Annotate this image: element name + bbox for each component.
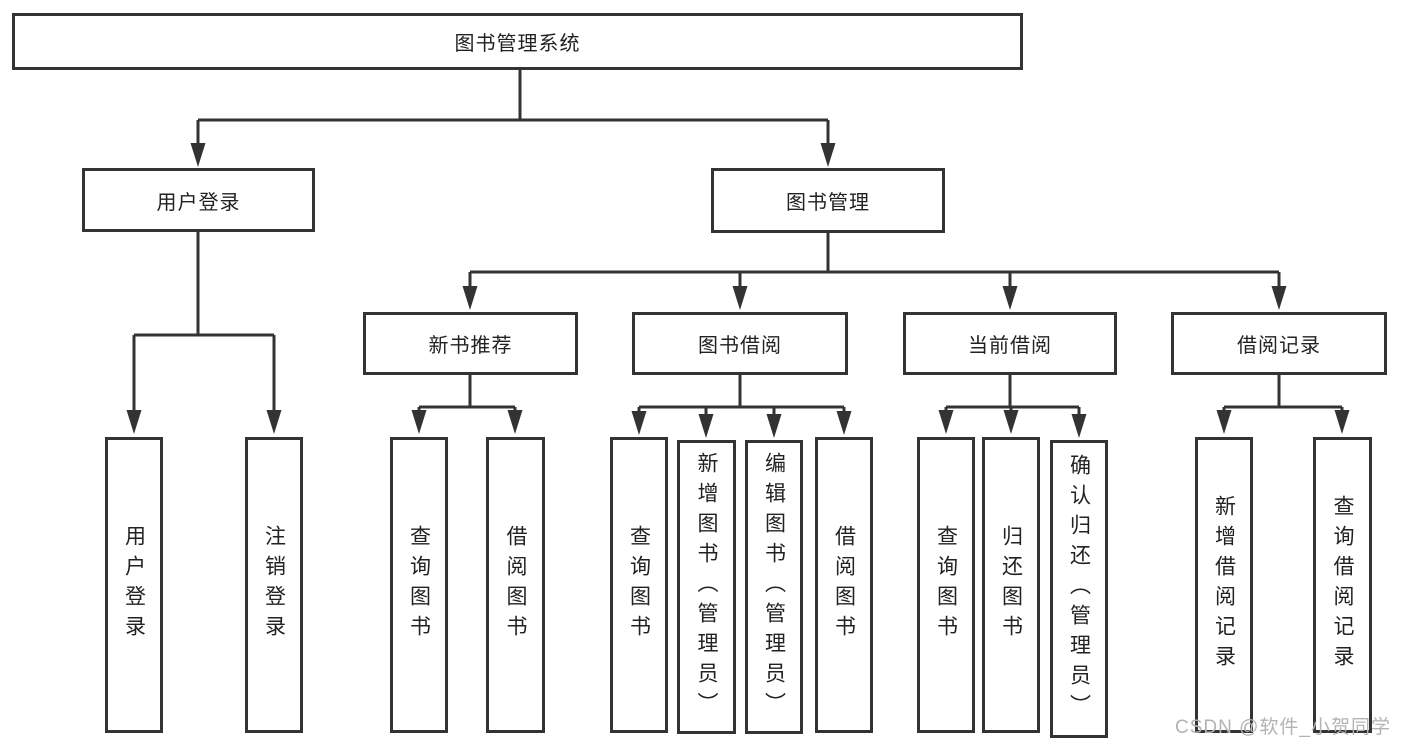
leaf-query-borrow-record-label: 查询借阅记录 xyxy=(1331,495,1354,675)
leaf-borrow-books-recommend: 借阅图书 xyxy=(486,437,545,733)
leaf-edit-book-admin: 编辑图书（管理员） xyxy=(745,440,803,734)
leaf-logout-label: 注销登录 xyxy=(262,525,286,645)
node-book-management: 图书管理 xyxy=(711,168,945,233)
leaf-query-books-recommend: 查询图书 xyxy=(390,437,448,733)
leaf-add-book-admin: 新增图书（管理员） xyxy=(677,440,736,734)
leaf-add-borrow-record: 新增借阅记录 xyxy=(1195,437,1253,733)
leaf-query-books-borrowing: 查询图书 xyxy=(610,437,668,733)
node-book-borrowing-label: 图书借阅 xyxy=(698,335,782,357)
leaf-confirm-return-admin: 确认归还（管理员） xyxy=(1050,440,1108,738)
leaf-add-book-admin-label: 新增图书（管理员） xyxy=(695,452,718,722)
leaf-edit-book-admin-label: 编辑图书（管理员） xyxy=(762,452,786,722)
node-current-borrowing: 当前借阅 xyxy=(903,312,1117,375)
leaf-user-login-label: 用户登录 xyxy=(122,525,146,645)
node-book-borrowing: 图书借阅 xyxy=(632,312,848,375)
leaf-add-borrow-record-label: 新增借阅记录 xyxy=(1212,495,1236,675)
leaf-query-borrow-record: 查询借阅记录 xyxy=(1313,437,1372,733)
node-current-borrowing-label: 当前借阅 xyxy=(968,335,1052,357)
node-root-label: 图书管理系统 xyxy=(454,33,581,55)
node-new-book-recommendation: 新书推荐 xyxy=(363,312,578,375)
node-user-login-label: 用户登录 xyxy=(156,191,241,214)
leaf-user-login: 用户登录 xyxy=(105,437,163,733)
leaf-confirm-return-admin-label: 确认归还（管理员） xyxy=(1067,454,1091,724)
leaf-borrow-books-borrowing-label: 借阅图书 xyxy=(832,525,856,645)
leaf-query-books-current-label: 查询图书 xyxy=(934,525,958,645)
leaf-query-books-recommend-label: 查询图书 xyxy=(407,525,431,645)
leaf-logout: 注销登录 xyxy=(245,437,303,733)
node-user-login: 用户登录 xyxy=(82,168,315,232)
node-new-book-recommendation-label: 新书推荐 xyxy=(428,335,513,357)
leaf-borrow-books-borrowing: 借阅图书 xyxy=(815,437,873,733)
node-borrowing-records: 借阅记录 xyxy=(1171,312,1387,375)
node-book-management-label: 图书管理 xyxy=(786,192,870,214)
leaf-return-books-label: 归还图书 xyxy=(999,525,1023,645)
leaf-query-books-current: 查询图书 xyxy=(917,437,975,733)
leaf-borrow-books-recommend-label: 借阅图书 xyxy=(504,525,527,645)
node-root: 图书管理系统 xyxy=(12,13,1023,70)
csdn-watermark: CSDN @软件_小贺同学 xyxy=(1175,717,1391,738)
leaf-query-books-borrowing-label: 查询图书 xyxy=(627,525,651,645)
leaf-return-books: 归还图书 xyxy=(982,437,1040,733)
node-borrowing-records-label: 借阅记录 xyxy=(1237,335,1321,357)
